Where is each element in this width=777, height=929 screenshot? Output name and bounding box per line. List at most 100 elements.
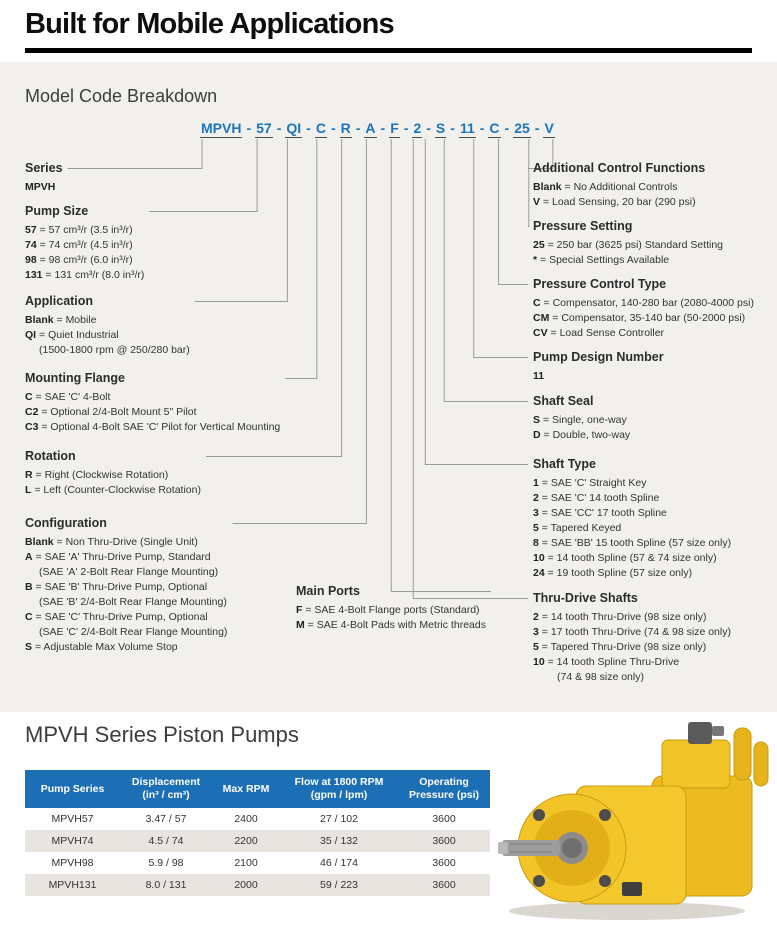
code-option: (1500-1800 rpm @ 250/280 bar): [39, 344, 190, 356]
table-cell: 3600: [398, 808, 490, 830]
code-option: 98 = 98 cm³/r (6.0 in³/r): [25, 254, 133, 266]
code-option: Blank = Mobile: [25, 314, 97, 326]
code-option: M = SAE 4-Bolt Pads with Metric threads: [296, 619, 486, 631]
code-option: C3 = Optional 4-Bolt SAE 'C' Pilot for V…: [25, 421, 281, 433]
code-option: Blank = Non Thru-Drive (Single Unit): [25, 536, 198, 548]
code-segment-V: V: [543, 120, 555, 138]
code-separator: -: [450, 120, 455, 136]
pump-photo: [492, 714, 777, 927]
code-option: 11: [533, 370, 545, 382]
code-option: 74 = 74 cm³/r (4.5 in³/r): [25, 239, 133, 251]
code-separator: -: [479, 120, 485, 136]
section-title: Pressure Control Type: [533, 277, 667, 291]
table-cell: 2100: [212, 852, 280, 874]
section-title: Pressure Setting: [533, 219, 633, 233]
code-separator: -: [380, 120, 386, 136]
code-option: CV = Load Sense Controller: [533, 327, 665, 339]
code-option: 3 = SAE 'CC' 17 tooth Spline: [533, 507, 667, 519]
code-option: V = Load Sensing, 20 bar (290 psi): [533, 196, 696, 208]
code-option: D = Double, two-way: [533, 429, 631, 441]
table-cell: 59 / 223: [280, 874, 398, 896]
code-option: S = Single, one-way: [533, 414, 627, 426]
table-cell: 5.9 / 98: [120, 852, 212, 874]
code-option: 24 = 19 tooth Spline (57 size only): [533, 567, 693, 579]
section-title: Pump Size: [25, 204, 89, 218]
code-option: 3 = 17 tooth Thru-Drive (74 & 98 size on…: [533, 626, 731, 638]
code-option: (74 & 98 size only): [557, 671, 644, 683]
code-option: 25 = 250 bar (3625 psi) Standard Setting: [533, 239, 724, 251]
code-segment-57: 57: [255, 120, 273, 138]
pump-shaft: [502, 840, 560, 856]
pump-illustration: [498, 722, 769, 920]
code-segment-25: 25: [513, 120, 531, 138]
code-separator: -: [306, 120, 311, 136]
code-option: QI = Quiet Industrial: [25, 329, 119, 341]
page-title: Built for Mobile Applications: [25, 8, 395, 40]
code-separator: -: [426, 120, 431, 136]
section-pressure-setting: Pressure Setting 25 = 250 bar (3625 psi) …: [533, 219, 723, 268]
table-cell: MPVH74: [25, 830, 120, 852]
column-header: Flow at 1800 RPM (gpm / lpm): [280, 770, 398, 808]
table-cell: 2200: [212, 830, 280, 852]
code-segment-11: 11: [458, 120, 476, 138]
code-option: C = SAE 'C' 4-Bolt: [25, 391, 111, 403]
code-option: 5 = Tapered Keyed: [533, 522, 622, 534]
code-option: 10 = 14 tooth Spline (57 & 74 size only): [533, 552, 717, 564]
table-cell: 3600: [398, 852, 490, 874]
code-segment-MPVH: MPVH: [200, 120, 243, 138]
column-header: Displacement (in³ / cm³): [120, 770, 212, 808]
pump-port: [622, 882, 642, 896]
pump-shadow: [509, 902, 745, 920]
code-segment-C: C: [314, 120, 327, 138]
table-cell: 2400: [212, 808, 280, 830]
table-cell: 46 / 174: [280, 852, 398, 874]
code-option: 2 = SAE 'C' 14 tooth Spline: [533, 492, 660, 504]
code-separator: -: [534, 120, 540, 136]
table-cell: 8.0 / 131: [120, 874, 212, 896]
code-segment-A: A: [364, 120, 377, 138]
code-option: S = Adjustable Max Volume Stop: [25, 641, 178, 653]
pump-valve-block: [661, 739, 731, 789]
code-option: 131 = 131 cm³/r (8.0 in³/r): [25, 269, 145, 281]
table-cell: 3600: [398, 830, 490, 852]
section-title: Additional Control Functions: [533, 161, 706, 175]
code-option: C2 = Optional 2/4-Bolt Mount 5" Pilot: [25, 406, 197, 418]
section-title: Application: [25, 294, 94, 308]
code-separator: -: [276, 120, 282, 136]
pumps-heading: MPVH Series Piston Pumps: [25, 722, 299, 747]
code-option: (SAE 'B' 2/4-Bolt Rear Flange Mounting): [39, 596, 227, 608]
code-separator: -: [403, 120, 409, 136]
table-cell: 35 / 132: [280, 830, 398, 852]
code-segment-QI: QI: [285, 120, 303, 138]
code-option: 10 = 14 tooth Spline Thru-Drive: [533, 656, 680, 668]
code-separator: -: [330, 120, 336, 136]
code-option: (SAE 'A' 2-Bolt Rear Flange Mounting): [39, 566, 219, 578]
code-option: MPVH: [25, 181, 56, 193]
table-cell: MPVH57: [25, 808, 120, 830]
code-separator: -: [355, 120, 361, 136]
code-segment-R: R: [339, 120, 352, 138]
table-cell: 3600: [398, 874, 490, 896]
breakdown-heading: Model Code Breakdown: [25, 86, 218, 106]
code-option: * = Special Settings Available: [533, 254, 670, 266]
code-segment-2: 2: [412, 120, 423, 138]
section-title: Series: [25, 161, 63, 175]
model-code: MPVH-57-QI-C-R-A-F-2-S-11-C-25-V: [200, 120, 555, 138]
column-header: Max RPM: [212, 770, 280, 808]
table-cell: MPVH131: [25, 874, 120, 896]
section-pump-design: Pump Design Number 11: [533, 350, 664, 384]
section-title: Pump Design Number: [533, 350, 664, 364]
title-divider: [25, 48, 752, 53]
section-mounting-flange: Mounting Flange C = SAE 'C' 4-Bolt C2 = Op…: [25, 371, 280, 435]
code-option: 5 = Tapered Thru-Drive (98 size only): [533, 641, 707, 653]
section-title: Mounting Flange: [25, 371, 125, 385]
section-title: Shaft Seal: [533, 394, 594, 408]
